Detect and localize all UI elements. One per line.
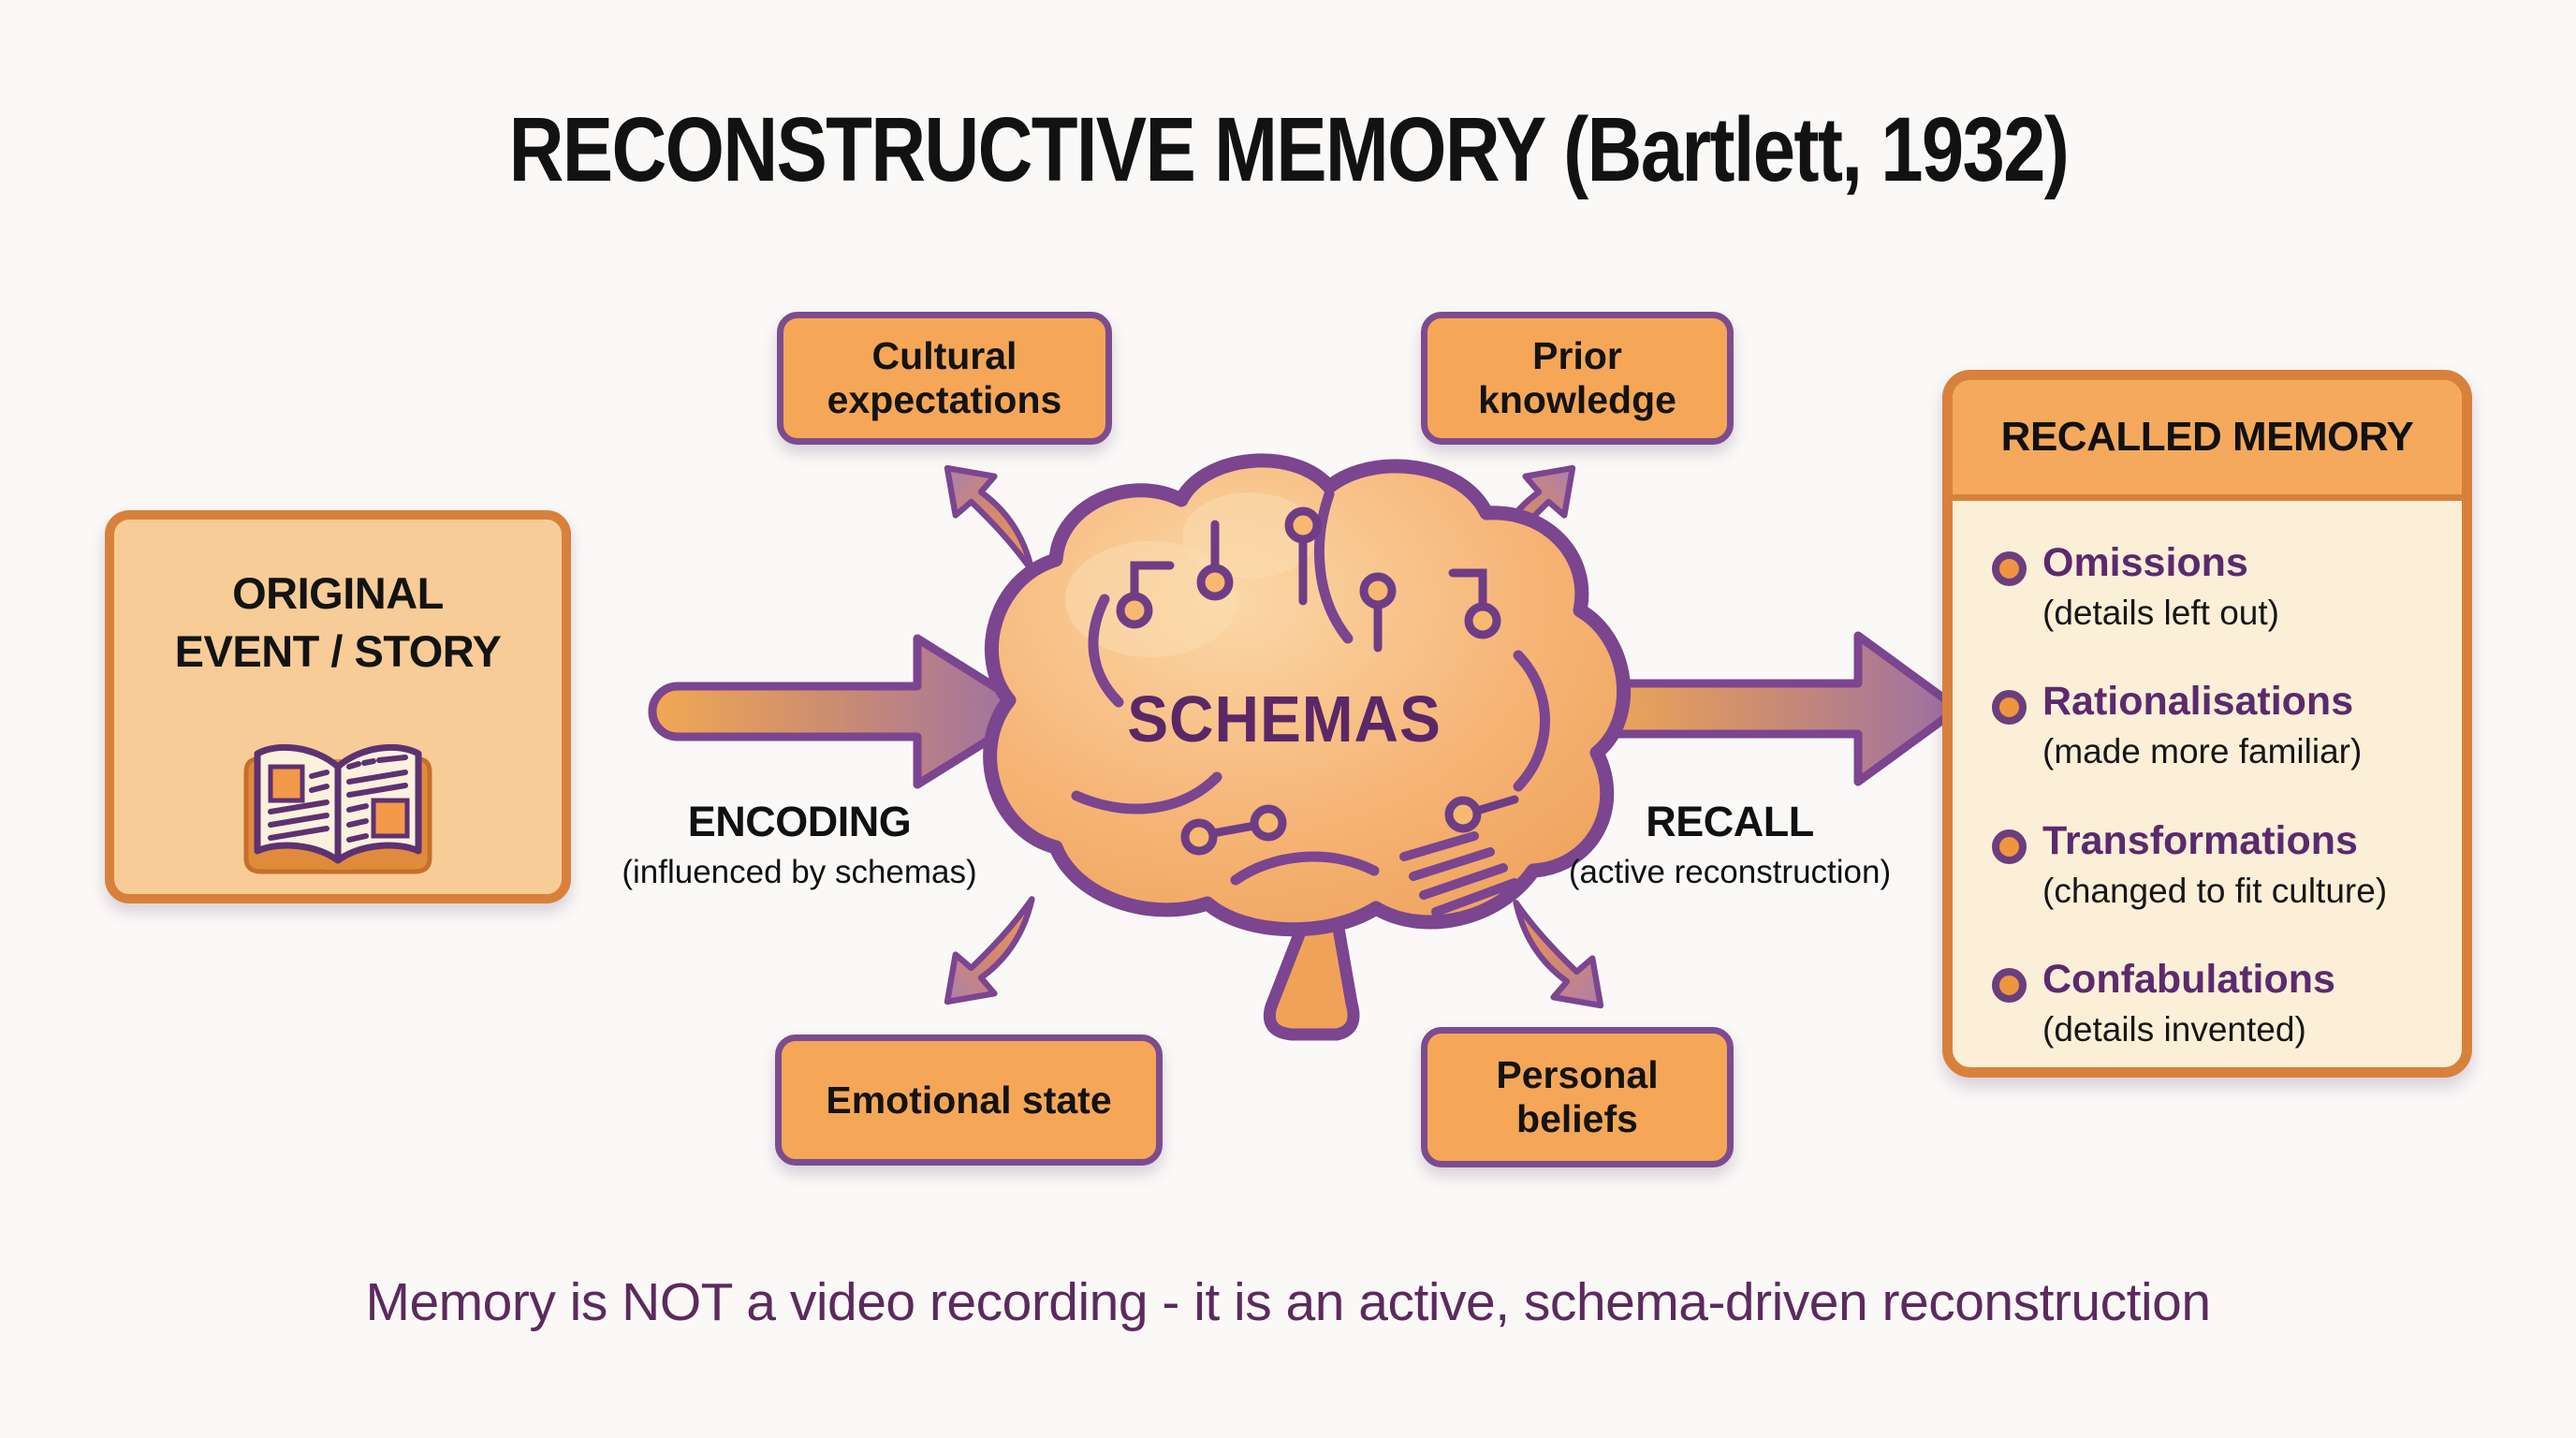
brain-label: SCHEMAS xyxy=(1127,683,1442,756)
list-item: Omissions (details left out) xyxy=(1992,541,2437,634)
recall-label: RECALL xyxy=(1646,798,1814,845)
footer-note: Memory is NOT a video recording - it is … xyxy=(365,1272,2211,1332)
bullet-icon xyxy=(1992,551,2027,586)
open-book-icon xyxy=(243,743,432,874)
factor-box-prior-knowledge: Prior knowledge xyxy=(1421,312,1734,445)
bullet-icon xyxy=(1992,968,2027,1004)
encoding-arrow-icon xyxy=(648,634,1039,789)
recalled-memory-title: RECALLED MEMORY xyxy=(1953,380,2462,501)
brain-circuit-icon: SCHEMAS xyxy=(983,453,1632,1041)
original-event-label: ORIGINAL EVENT / STORY xyxy=(174,568,502,677)
page-title: RECONSTRUCTIVE MEMORY (Bartlett, 1932) xyxy=(508,98,2069,200)
recalled-memory-panel: RECALLED MEMORY Omissions (details left … xyxy=(1942,370,2472,1078)
arrow-to-emotional-icon xyxy=(944,896,1035,1005)
factor-box-personal-beliefs: Personal beliefs xyxy=(1421,1027,1734,1167)
original-event-box: ORIGINAL EVENT / STORY xyxy=(105,510,571,903)
arrow-to-cultural-icon xyxy=(944,464,1035,574)
list-item: Transformations (changed to fit culture) xyxy=(1992,819,2437,912)
list-item: Rationalisations (made more familiar) xyxy=(1992,681,2437,772)
recall-arrow-icon xyxy=(1584,631,1963,786)
bullet-icon xyxy=(1992,690,2027,726)
factor-box-emotional-state: Emotional state xyxy=(775,1034,1163,1166)
recalled-memory-list: Omissions (details left out) Rationalisa… xyxy=(1953,501,2462,1051)
encoding-sublabel: (influenced by schemas) xyxy=(622,854,977,890)
arrow-to-personal-icon xyxy=(1513,900,1604,1009)
list-item: Confabulations (details invented) xyxy=(1992,959,2437,1050)
encoding-label: ENCODING xyxy=(687,798,912,845)
encoding-label-group: ENCODING (influenced by schemas) xyxy=(560,798,1039,891)
bullet-icon xyxy=(1992,829,2027,864)
factor-box-cultural-expectations: Cultural expectations xyxy=(777,312,1112,445)
recall-sublabel: (active reconstruction) xyxy=(1568,854,1892,890)
recall-label-group: RECALL (active reconstruction) xyxy=(1518,798,1941,891)
